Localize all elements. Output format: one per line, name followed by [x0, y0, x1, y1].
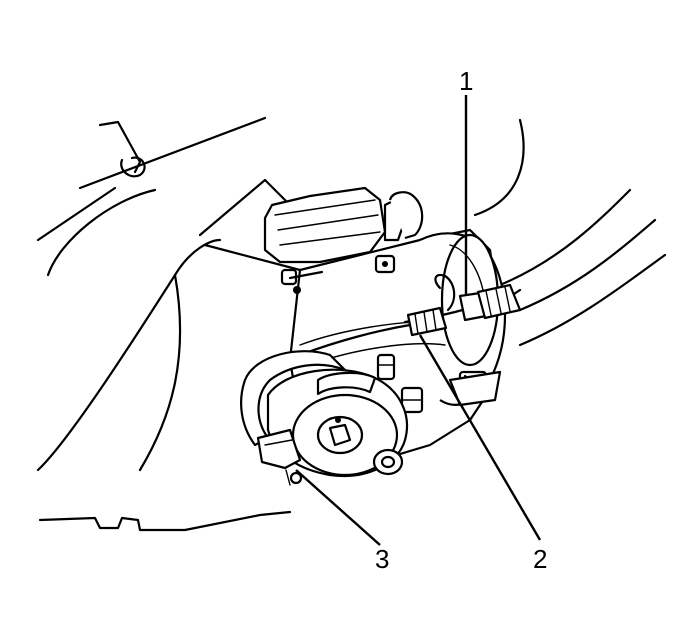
air-hoses	[498, 188, 667, 347]
callout-3: 3	[375, 544, 389, 574]
throttle-lever-assembly	[240, 350, 409, 486]
vacuum-line-fitting	[298, 273, 522, 357]
callout-1: 1	[459, 66, 473, 96]
leader-2	[418, 334, 542, 541]
callout-2: 2	[533, 544, 547, 574]
mounting-bolts	[374, 254, 502, 414]
engine-background	[36, 116, 525, 532]
electrical-connector	[263, 186, 424, 294]
callout-leaders	[295, 95, 542, 546]
leader-3	[295, 469, 381, 546]
